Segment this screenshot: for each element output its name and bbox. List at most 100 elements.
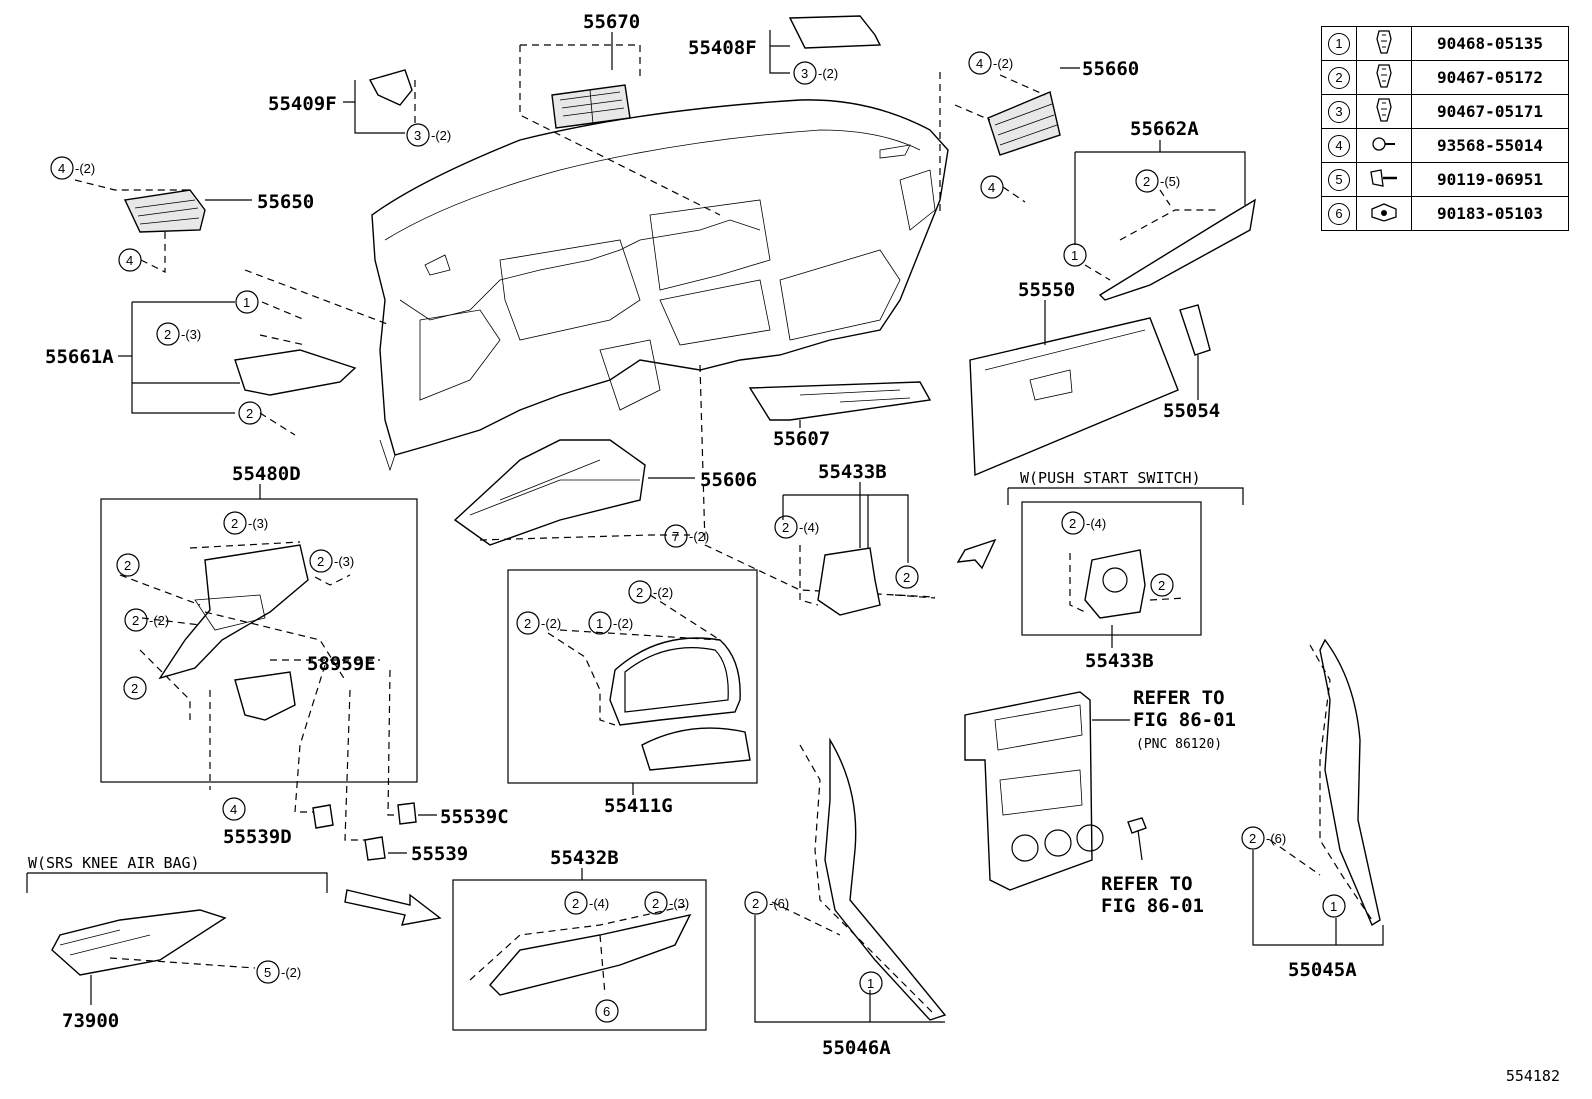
callout-quantity: -(6) <box>769 896 789 911</box>
part-number-55539D: 55539D <box>223 826 292 848</box>
part-number-55606: 55606 <box>700 469 757 491</box>
legend-ref: 4 <box>1328 134 1350 157</box>
part-number-55411G: 55411G <box>604 795 673 817</box>
callout-2 <box>116 553 140 577</box>
part-number-55539C: 55539C <box>440 806 509 828</box>
callout-label: 2 <box>124 558 131 573</box>
callout-2 <box>123 676 147 700</box>
callout-2 <box>895 565 919 589</box>
callout-2 <box>564 891 588 915</box>
part-number-55409F: 55409F <box>268 93 337 115</box>
meter-hood-part <box>547 594 751 771</box>
part-number-55660: 55660 <box>1082 58 1139 80</box>
clip-55539 <box>364 836 386 861</box>
callout-1 <box>588 611 612 635</box>
callout-7 <box>664 524 688 548</box>
callout-label: 2 <box>131 681 138 696</box>
callout-quantity: -(2) <box>149 613 169 628</box>
legend-part-number: 90467-05171 <box>1411 94 1569 129</box>
part-number-55046A: 55046A <box>822 1037 891 1059</box>
callout-label: 1 <box>1071 248 1078 263</box>
callout-1 <box>1322 894 1346 918</box>
callout-2 <box>1061 511 1085 535</box>
refer-note-label: REFER TO <box>1101 873 1193 895</box>
callout-quantity: -(2) <box>613 616 633 631</box>
callout-label: 2 <box>317 554 324 569</box>
part-number-55670: 55670 <box>583 11 640 33</box>
part-number-55432B: 55432B <box>550 847 619 869</box>
callout-label: 5 <box>264 965 271 980</box>
callout-2 <box>124 608 148 632</box>
glove-box-damper-part <box>1179 304 1211 356</box>
callout-label: 2 <box>652 896 659 911</box>
center-control-unit-part <box>964 691 1130 891</box>
part-number-55433B: 55433B <box>818 461 887 483</box>
legend-ref: 2 <box>1328 66 1350 89</box>
callout-quantity: -(2) <box>653 585 673 600</box>
glove-box-part <box>969 317 1179 477</box>
callout-4 <box>222 797 246 821</box>
bolt-icon <box>1356 162 1412 197</box>
callout-2 <box>516 611 540 635</box>
callout-quantity: -(6) <box>1266 831 1286 846</box>
screw-part <box>1127 817 1147 861</box>
callout-quantity: -(3) <box>248 516 268 531</box>
switch-bezel-part <box>782 482 936 616</box>
part-number-73900: 73900 <box>62 1010 119 1032</box>
legend-part-number: 90119-06951 <box>1411 162 1569 197</box>
part-number-55054: 55054 <box>1163 400 1220 422</box>
callout-quantity: -(2) <box>281 965 301 980</box>
callout-label: 6 <box>603 1004 610 1019</box>
callout-label: 4 <box>988 180 995 195</box>
lower-panel-part <box>748 381 932 421</box>
callout-2 <box>744 891 768 915</box>
callout-3 <box>793 61 817 85</box>
center-cluster-panel-part <box>119 541 380 790</box>
callout-quantity: -(5) <box>1160 174 1180 189</box>
refer-note-fig: FIG 86-01 <box>1101 895 1204 917</box>
left-garnish-part <box>131 269 391 436</box>
clip-55539D <box>312 804 334 829</box>
callout-label: 3 <box>801 66 808 81</box>
nut-icon <box>1356 196 1412 231</box>
callout-label: 4 <box>126 253 133 268</box>
part-number-55433B: 55433B <box>1085 650 1154 672</box>
part-number-55539: 55539 <box>411 843 468 865</box>
left-side-trim-part <box>754 737 947 1023</box>
callout-quantity: -(2) <box>818 66 838 81</box>
callout-1 <box>859 971 883 995</box>
callout-label: 2 <box>524 616 531 631</box>
callout-label: 1 <box>243 295 250 310</box>
callout-label: 2 <box>1069 516 1076 531</box>
callout-label: 4 <box>976 56 983 71</box>
drawing-number: 554182 <box>1505 1067 1560 1085</box>
part-number-55045A: 55045A <box>1288 959 1357 981</box>
callout-label: 2 <box>903 570 910 585</box>
callout-quantity: -(2) <box>541 616 561 631</box>
lower-cover-inset <box>452 879 707 1031</box>
legend-ref: 5 <box>1328 168 1350 191</box>
srs-knee-note: W(SRS KNEE AIR BAG) <box>28 854 200 872</box>
callout-label: 1 <box>1330 899 1337 914</box>
callout-quantity: -(2) <box>993 56 1013 71</box>
legend-ref: 3 <box>1328 100 1350 123</box>
callout-2 <box>309 549 333 573</box>
callout-2 <box>238 401 262 425</box>
callout-label: 2 <box>782 520 789 535</box>
callout-label: 1 <box>867 976 874 991</box>
clip-icon <box>1356 60 1412 95</box>
legend-ref: 1 <box>1328 32 1350 55</box>
screw-icon <box>1356 128 1412 163</box>
callout-label: 2 <box>164 327 171 342</box>
lower-cover-part <box>469 904 692 996</box>
callout-label: 2 <box>231 516 238 531</box>
clip-55539C <box>397 802 417 825</box>
callout-label: 4 <box>230 802 237 817</box>
clip-icon <box>1356 94 1412 129</box>
switch-bezel-inset-part <box>1069 549 1186 619</box>
push-start-note: W(PUSH START SWITCH) <box>1020 469 1201 487</box>
callout-label: 2 <box>636 585 643 600</box>
callout-2 <box>223 511 247 535</box>
callout-label: 2 <box>246 406 253 421</box>
